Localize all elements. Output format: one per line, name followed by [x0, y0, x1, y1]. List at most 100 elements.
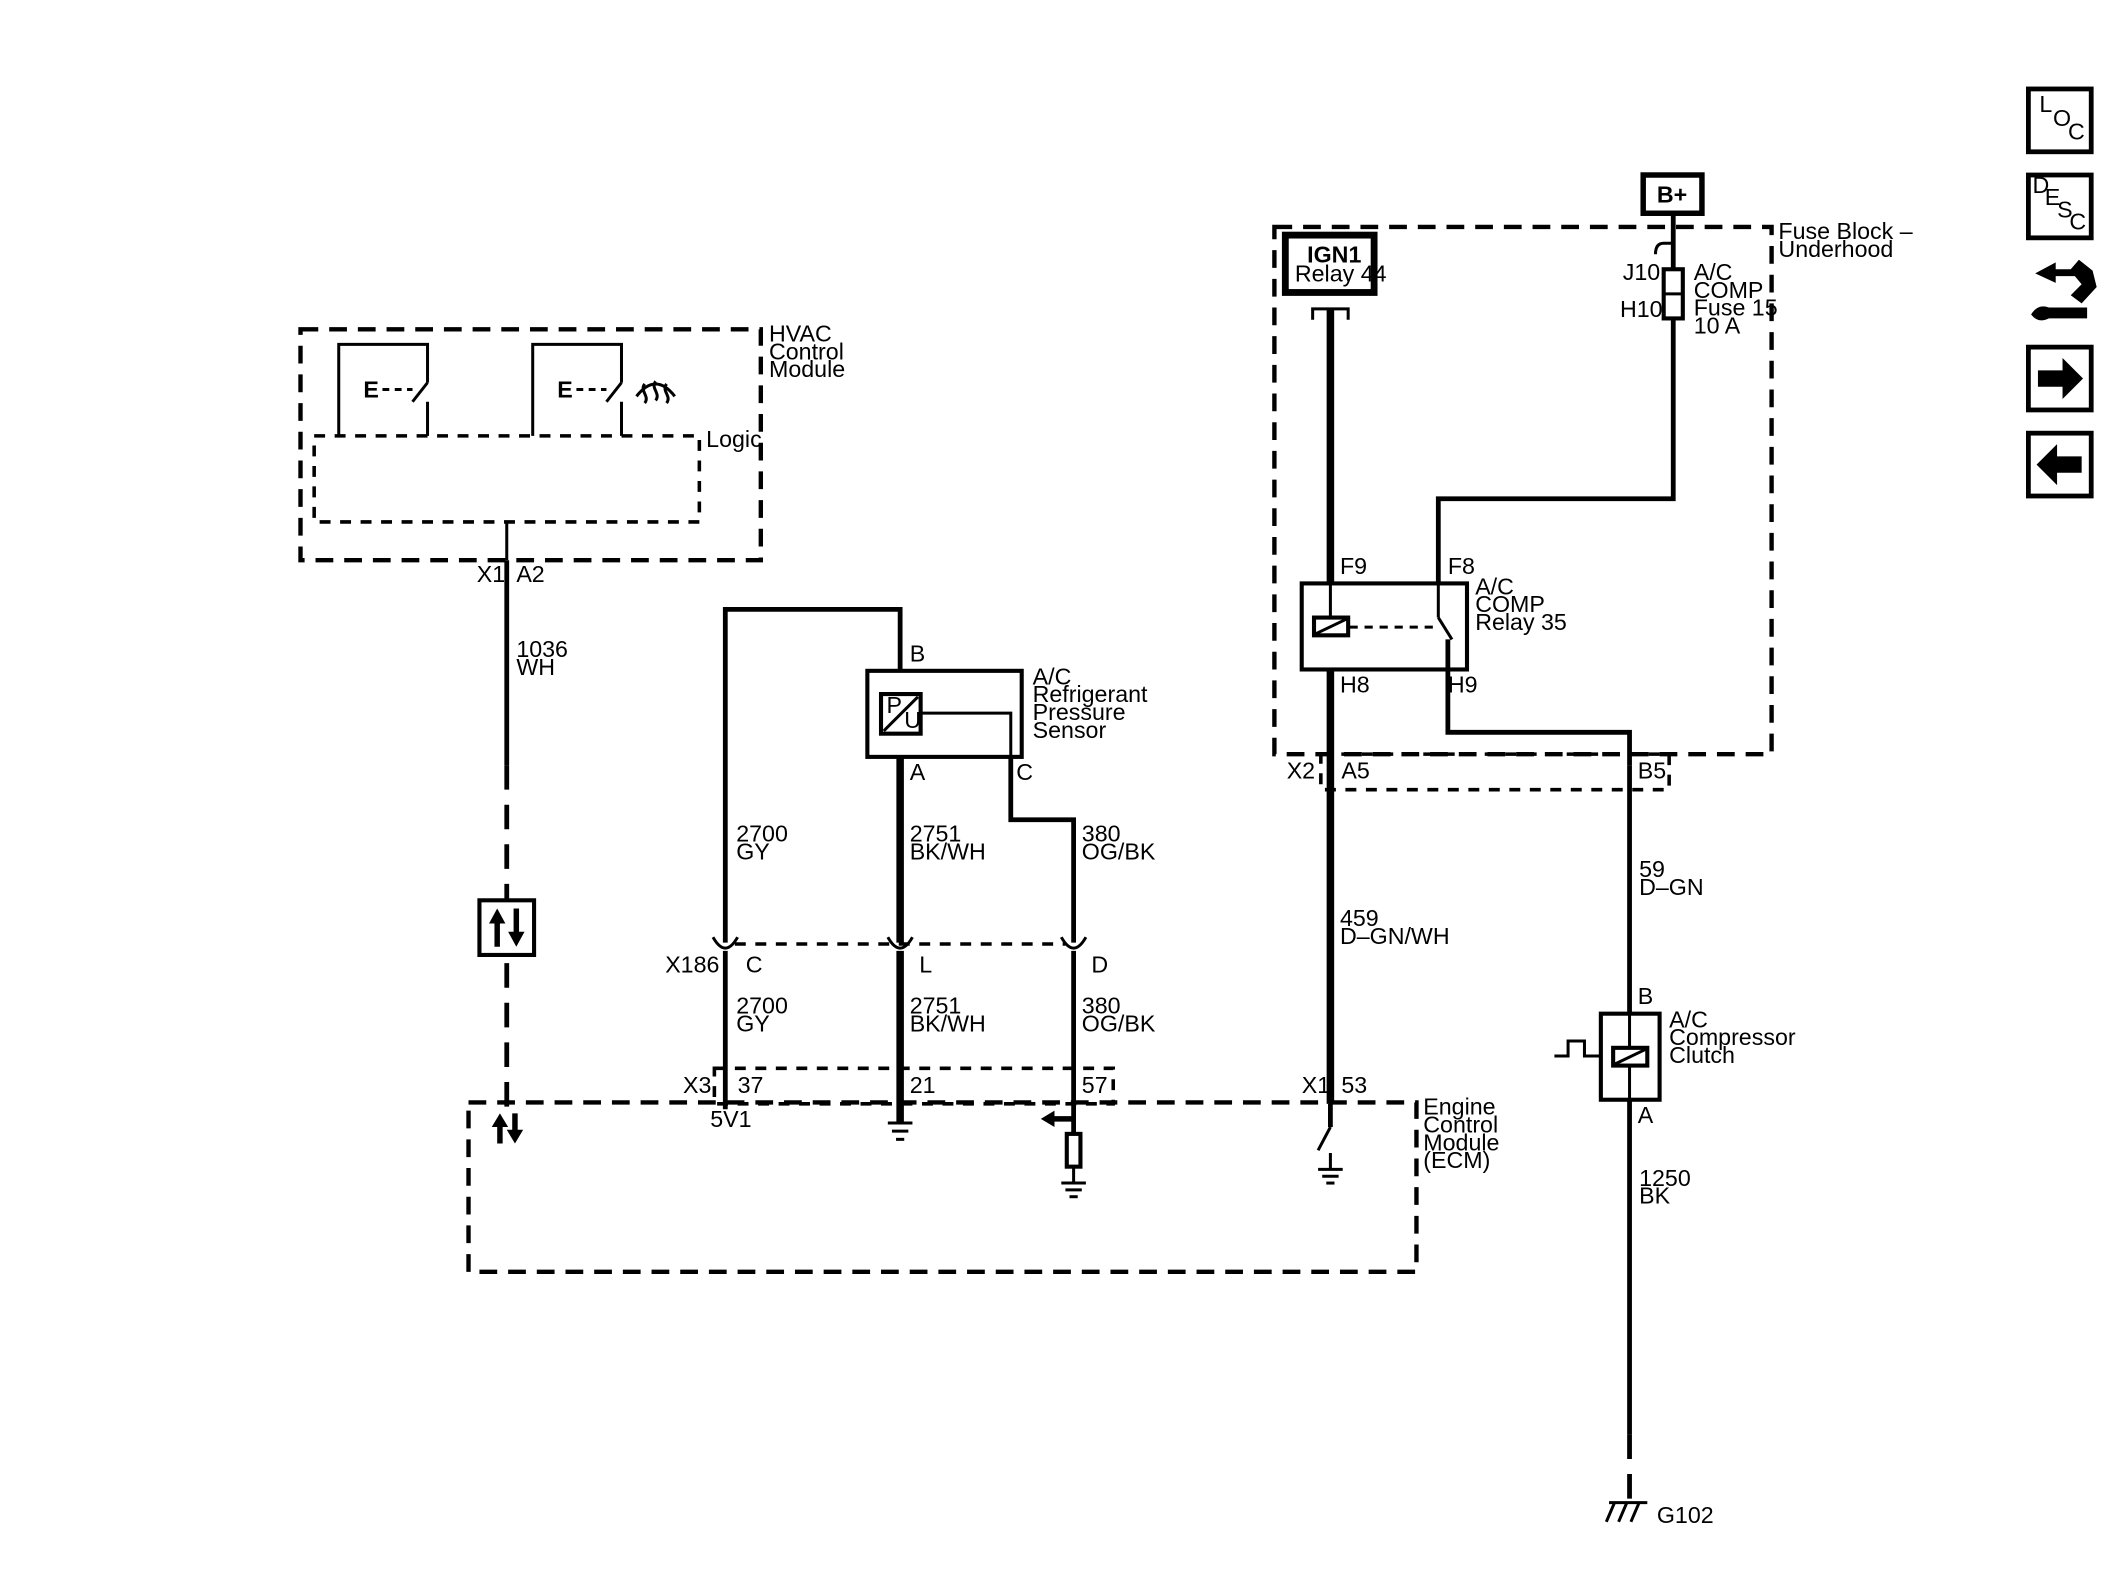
fuse-label: A/C COMP Fuse 15 10 A [1694, 259, 1778, 338]
svg-text:Underhood: Underhood [1778, 236, 1893, 262]
desc-button[interactable]: D E S C [2025, 172, 2094, 241]
svg-text:2700: 2700 [736, 821, 788, 847]
wire-1036-label: 1036 WH [516, 636, 568, 680]
svg-text:H10: H10 [1620, 296, 1663, 322]
battery-positive-source: B+ [1640, 172, 1705, 216]
sensor-label: A/C Refrigerant Pressure Sensor [1033, 663, 1148, 742]
wire-380-top-label: 380 OG/BK [1082, 821, 1156, 865]
ecm-label: Engine Control Module (ECM) [1423, 1094, 1499, 1173]
svg-text:(ECM): (ECM) [1423, 1147, 1490, 1173]
svg-text:2700: 2700 [736, 993, 788, 1019]
svg-text:P: P [886, 692, 902, 718]
svg-text:F9: F9 [1340, 553, 1367, 579]
svg-text:GY: GY [736, 1010, 770, 1036]
svg-text:Module: Module [1423, 1129, 1499, 1155]
svg-text:A/C: A/C [1669, 1006, 1708, 1032]
svg-text:X3: X3 [683, 1072, 711, 1098]
previous-page-button[interactable] [2025, 430, 2094, 499]
wire-459-label: 459 D–GN/WH [1340, 905, 1450, 949]
hvac-module-label: HVAC Control Module [769, 321, 845, 383]
loc-button[interactable]: L O C [2025, 86, 2094, 155]
engine-control-module: X3 37 21 57 5V1 X1 53 [466, 1066, 1499, 1275]
svg-text:A/C: A/C [1033, 663, 1072, 689]
hvac-control-module: E E Logic HVAC Control Module [298, 321, 845, 563]
svg-text:WH: WH [516, 654, 555, 680]
svg-text:5V1: 5V1 [710, 1106, 751, 1132]
wire-380-bottom-label: 380 OG/BK [1082, 993, 1156, 1037]
svg-text:380: 380 [1082, 821, 1121, 847]
svg-text:J10: J10 [1623, 259, 1660, 285]
left-arrow-icon [2036, 444, 2082, 486]
ac-comp-fuse: J10 H10 A/C COMP Fuse 15 10 A [1620, 259, 1778, 338]
svg-text:D: D [2032, 172, 2049, 198]
ign1-relay-44: IGN1 Relay 44 [1281, 231, 1387, 320]
ecm-serial-data-icon [491, 1113, 524, 1144]
svg-text:COMP: COMP [1694, 277, 1764, 303]
svg-text:2751: 2751 [910, 821, 962, 847]
svg-text:A/C: A/C [1475, 573, 1514, 599]
svg-text:X1: X1 [1302, 1072, 1330, 1098]
svg-text:B+: B+ [1657, 181, 1687, 207]
next-page-button[interactable] [2025, 344, 2094, 413]
svg-text:E: E [2045, 184, 2061, 210]
svg-text:B5: B5 [1638, 758, 1666, 784]
svg-text:21: 21 [910, 1072, 936, 1098]
right-arrow-icon [2037, 358, 2084, 400]
svg-text:A/C: A/C [1694, 259, 1733, 285]
wrench-icon [2031, 306, 2088, 321]
svg-text:Control: Control [769, 338, 844, 364]
svg-text:Module: Module [769, 356, 845, 382]
svg-text:57: 57 [1082, 1072, 1108, 1098]
ground-icon [887, 1121, 913, 1141]
svg-text:1036: 1036 [516, 636, 568, 662]
svg-text:E: E [363, 377, 378, 403]
logic-label: Logic [706, 426, 762, 452]
refrigerant-pressure-sensor: P U B A C A/C Refrigerant Pressure Senso… [865, 640, 1148, 785]
x186-connector: X186 C L D [665, 936, 1108, 978]
wire-59-label: 59 D–GN [1639, 856, 1704, 900]
svg-text:Fuse 15: Fuse 15 [1694, 295, 1778, 321]
svg-text:Clutch: Clutch [1669, 1042, 1735, 1068]
wire-2700-top-label: 2700 GY [736, 821, 788, 865]
wire-2751-top-label: 2751 BK/WH [910, 821, 986, 865]
svg-text:59: 59 [1639, 856, 1665, 882]
svg-text:37: 37 [738, 1072, 764, 1098]
svg-text:Relay 35: Relay 35 [1475, 609, 1567, 635]
svg-text:C: C [2068, 118, 2085, 144]
svg-text:BK/WH: BK/WH [910, 1010, 986, 1036]
fuse-block-underhood: Fuse Block – Underhood B+ J10 H10 A/C CO… [1272, 172, 1913, 766]
connector-tool-icon [2035, 259, 2097, 304]
svg-text:C: C [1016, 759, 1033, 785]
wire-2751-bottom-label: 2751 BK/WH [910, 993, 986, 1037]
svg-text:L: L [919, 952, 932, 978]
relay-label: A/C COMP Relay 35 [1475, 573, 1567, 635]
svg-text:Engine: Engine [1423, 1094, 1495, 1120]
svg-text:F8: F8 [1448, 553, 1475, 579]
svg-text:H9: H9 [1448, 672, 1478, 698]
svg-text:C: C [2069, 209, 2086, 235]
svg-text:IGN1: IGN1 [1307, 241, 1361, 267]
svg-text:53: 53 [1341, 1072, 1367, 1098]
pressure-input-resistor [1040, 1110, 1086, 1199]
svg-text:E: E [557, 377, 573, 403]
schematic-tools-button[interactable] [2031, 259, 2097, 321]
svg-text:X2: X2 [1287, 758, 1315, 784]
wire-2700-bottom-label: 2700 GY [736, 993, 788, 1037]
svg-text:D–GN/WH: D–GN/WH [1340, 923, 1450, 949]
ac-comp-relay-35: F9 F8 H8 H9 A/C COMP Relay 35 [1299, 553, 1567, 698]
defrost-switch: E [531, 342, 623, 436]
chassis-ground-g102: G102 [1604, 1501, 1714, 1528]
svg-text:OG/BK: OG/BK [1082, 1010, 1156, 1036]
svg-text:HVAC: HVAC [769, 321, 832, 347]
svg-text:1250: 1250 [1639, 1165, 1691, 1191]
svg-text:S: S [2057, 196, 2073, 222]
ac-compressor-clutch: B A A/C Compressor Clutch [1554, 983, 1796, 1128]
svg-text:Sensor: Sensor [1033, 717, 1107, 743]
relay-control-switch [1316, 1103, 1343, 1185]
svg-text:Compressor: Compressor [1669, 1024, 1796, 1050]
svg-text:Refrigerant: Refrigerant [1033, 681, 1148, 707]
svg-text:A5: A5 [1341, 758, 1369, 784]
svg-text:C: C [746, 952, 763, 978]
svg-text:GY: GY [736, 838, 770, 864]
